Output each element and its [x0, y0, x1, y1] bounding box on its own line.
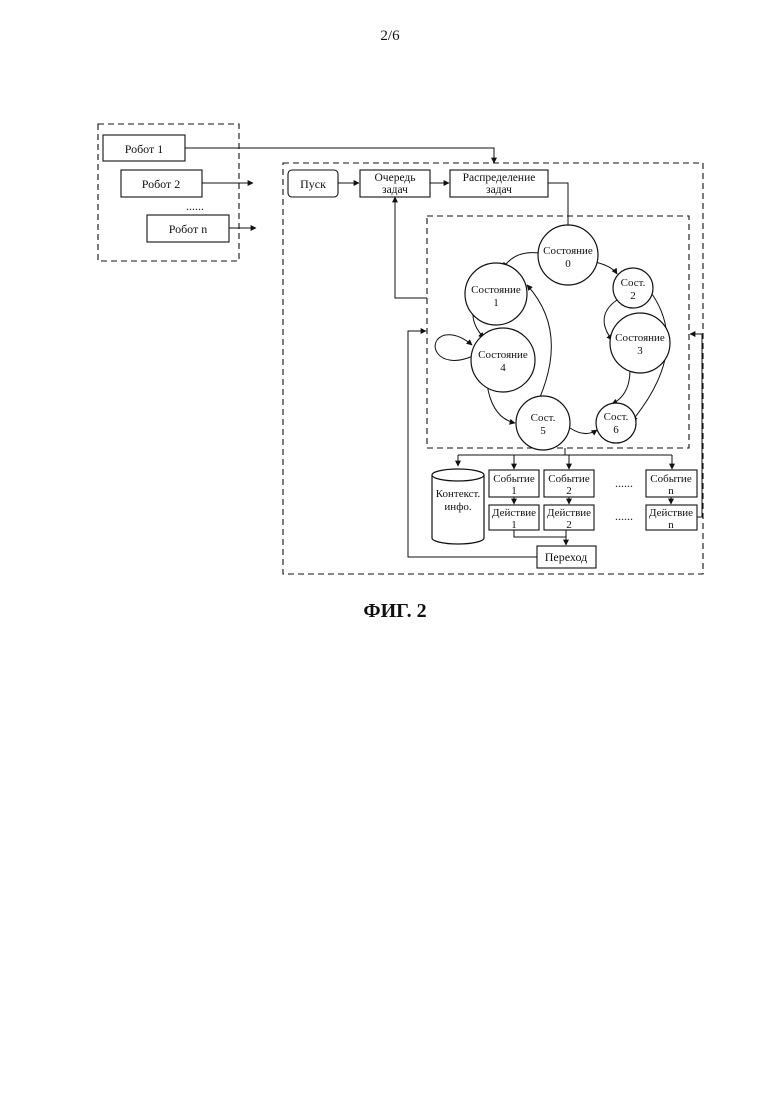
- s5-to-s6-arrow: [570, 428, 597, 434]
- states-to-queue-feedback-arrow: [395, 197, 427, 298]
- robot-2-label: Робот 2: [142, 177, 181, 191]
- action-2-label-line2: 2: [566, 519, 572, 531]
- task-distribution-label-line1: Распределение: [463, 172, 536, 184]
- state-1-label-line2: 1: [493, 297, 499, 309]
- state-2: Сост. 2: [613, 268, 653, 308]
- task-distribution-box: Распределение задач: [450, 170, 548, 197]
- event-2-label-line2: 2: [566, 485, 572, 497]
- actions-ellipsis: ......: [615, 509, 633, 523]
- robot-1-box: Робот 1: [103, 135, 185, 161]
- action-1-box: Действие 1: [489, 505, 539, 531]
- task-distribution-label-line2: задач: [486, 184, 512, 196]
- task-queue-label-line1: Очередь: [375, 172, 416, 184]
- robot-n-label: Робот n: [169, 222, 208, 236]
- event-2-label-line1: Событие: [548, 473, 590, 485]
- event-1-label-line2: 1: [511, 485, 517, 497]
- robot-2-box: Робот 2: [121, 170, 202, 197]
- context-info-cylinder: Контекст. инфо.: [432, 469, 484, 544]
- action1-to-transition-line: [514, 530, 566, 537]
- state-4-label-line2: 4: [500, 362, 506, 374]
- event-n-box: Событие n: [646, 470, 697, 497]
- start-box: Пуск: [288, 170, 338, 197]
- s3-to-s6-arrow: [612, 370, 630, 404]
- robot-1-link: [185, 148, 494, 163]
- task-queue-box: Очередь задач: [360, 170, 430, 197]
- action-2-box: Действие 2: [544, 505, 594, 531]
- event-1-label-line1: Событие: [493, 473, 535, 485]
- robots-ellipsis: ......: [186, 199, 204, 213]
- state-3: Состояние 3: [610, 313, 670, 373]
- state-2-label-line1: Сост.: [621, 277, 646, 289]
- s5-to-s1-arrow: [527, 285, 551, 397]
- start-label: Пуск: [300, 177, 326, 191]
- state-3-label-line2: 3: [637, 345, 643, 357]
- state-0-label-line2: 0: [565, 258, 571, 270]
- robot-1-label: Робот 1: [125, 142, 164, 156]
- transition-label: Переход: [545, 550, 587, 564]
- state-6-label-line1: Сост.: [604, 411, 629, 423]
- s0-to-s2-arrow: [595, 262, 617, 274]
- state-6-label-line2: 6: [613, 424, 619, 436]
- state-0: Состояние 0: [538, 225, 598, 285]
- context-info-label-line2: инфо.: [444, 501, 471, 513]
- task-queue-label-line2: задач: [382, 184, 408, 196]
- event-1-box: Событие 1: [489, 470, 539, 497]
- state-5-label-line1: Сост.: [531, 412, 556, 424]
- action-n-label-line1: Действие: [649, 507, 693, 519]
- s4-self-loop-arrow: [435, 335, 473, 361]
- action-1-label-line1: Действие: [492, 507, 536, 519]
- robot-n-box: Робот n: [147, 215, 229, 242]
- state-4: Состояние 4: [471, 328, 535, 392]
- state-5-label-line2: 5: [540, 425, 546, 437]
- action-2-label-line1: Действие: [547, 507, 591, 519]
- figure-caption: ФИГ. 2: [0, 600, 780, 623]
- state-0-label-line1: Состояние: [543, 245, 593, 257]
- state-2-label-line2: 2: [630, 290, 636, 302]
- action-n-label-line2: n: [668, 519, 674, 531]
- state-5: Сост. 5: [516, 396, 570, 450]
- state-1: Состояние 1: [465, 263, 527, 325]
- transition-box: Переход: [537, 546, 596, 568]
- events-ellipsis: ......: [615, 476, 633, 490]
- action-n-box: Действие n: [646, 505, 697, 531]
- event-2-box: Событие 2: [544, 470, 594, 497]
- state-1-label-line1: Состояние: [471, 284, 521, 296]
- state-4-label-line1: Состояние: [478, 349, 528, 361]
- state-3-label-line1: Состояние: [615, 332, 665, 344]
- event-n-label-line1: Событие: [650, 473, 692, 485]
- state-6: Сост. 6: [596, 403, 636, 443]
- event-n-label-line2: n: [668, 485, 674, 497]
- action-1-label-line2: 1: [511, 519, 517, 531]
- context-info-label-line1: Контекст.: [436, 488, 481, 500]
